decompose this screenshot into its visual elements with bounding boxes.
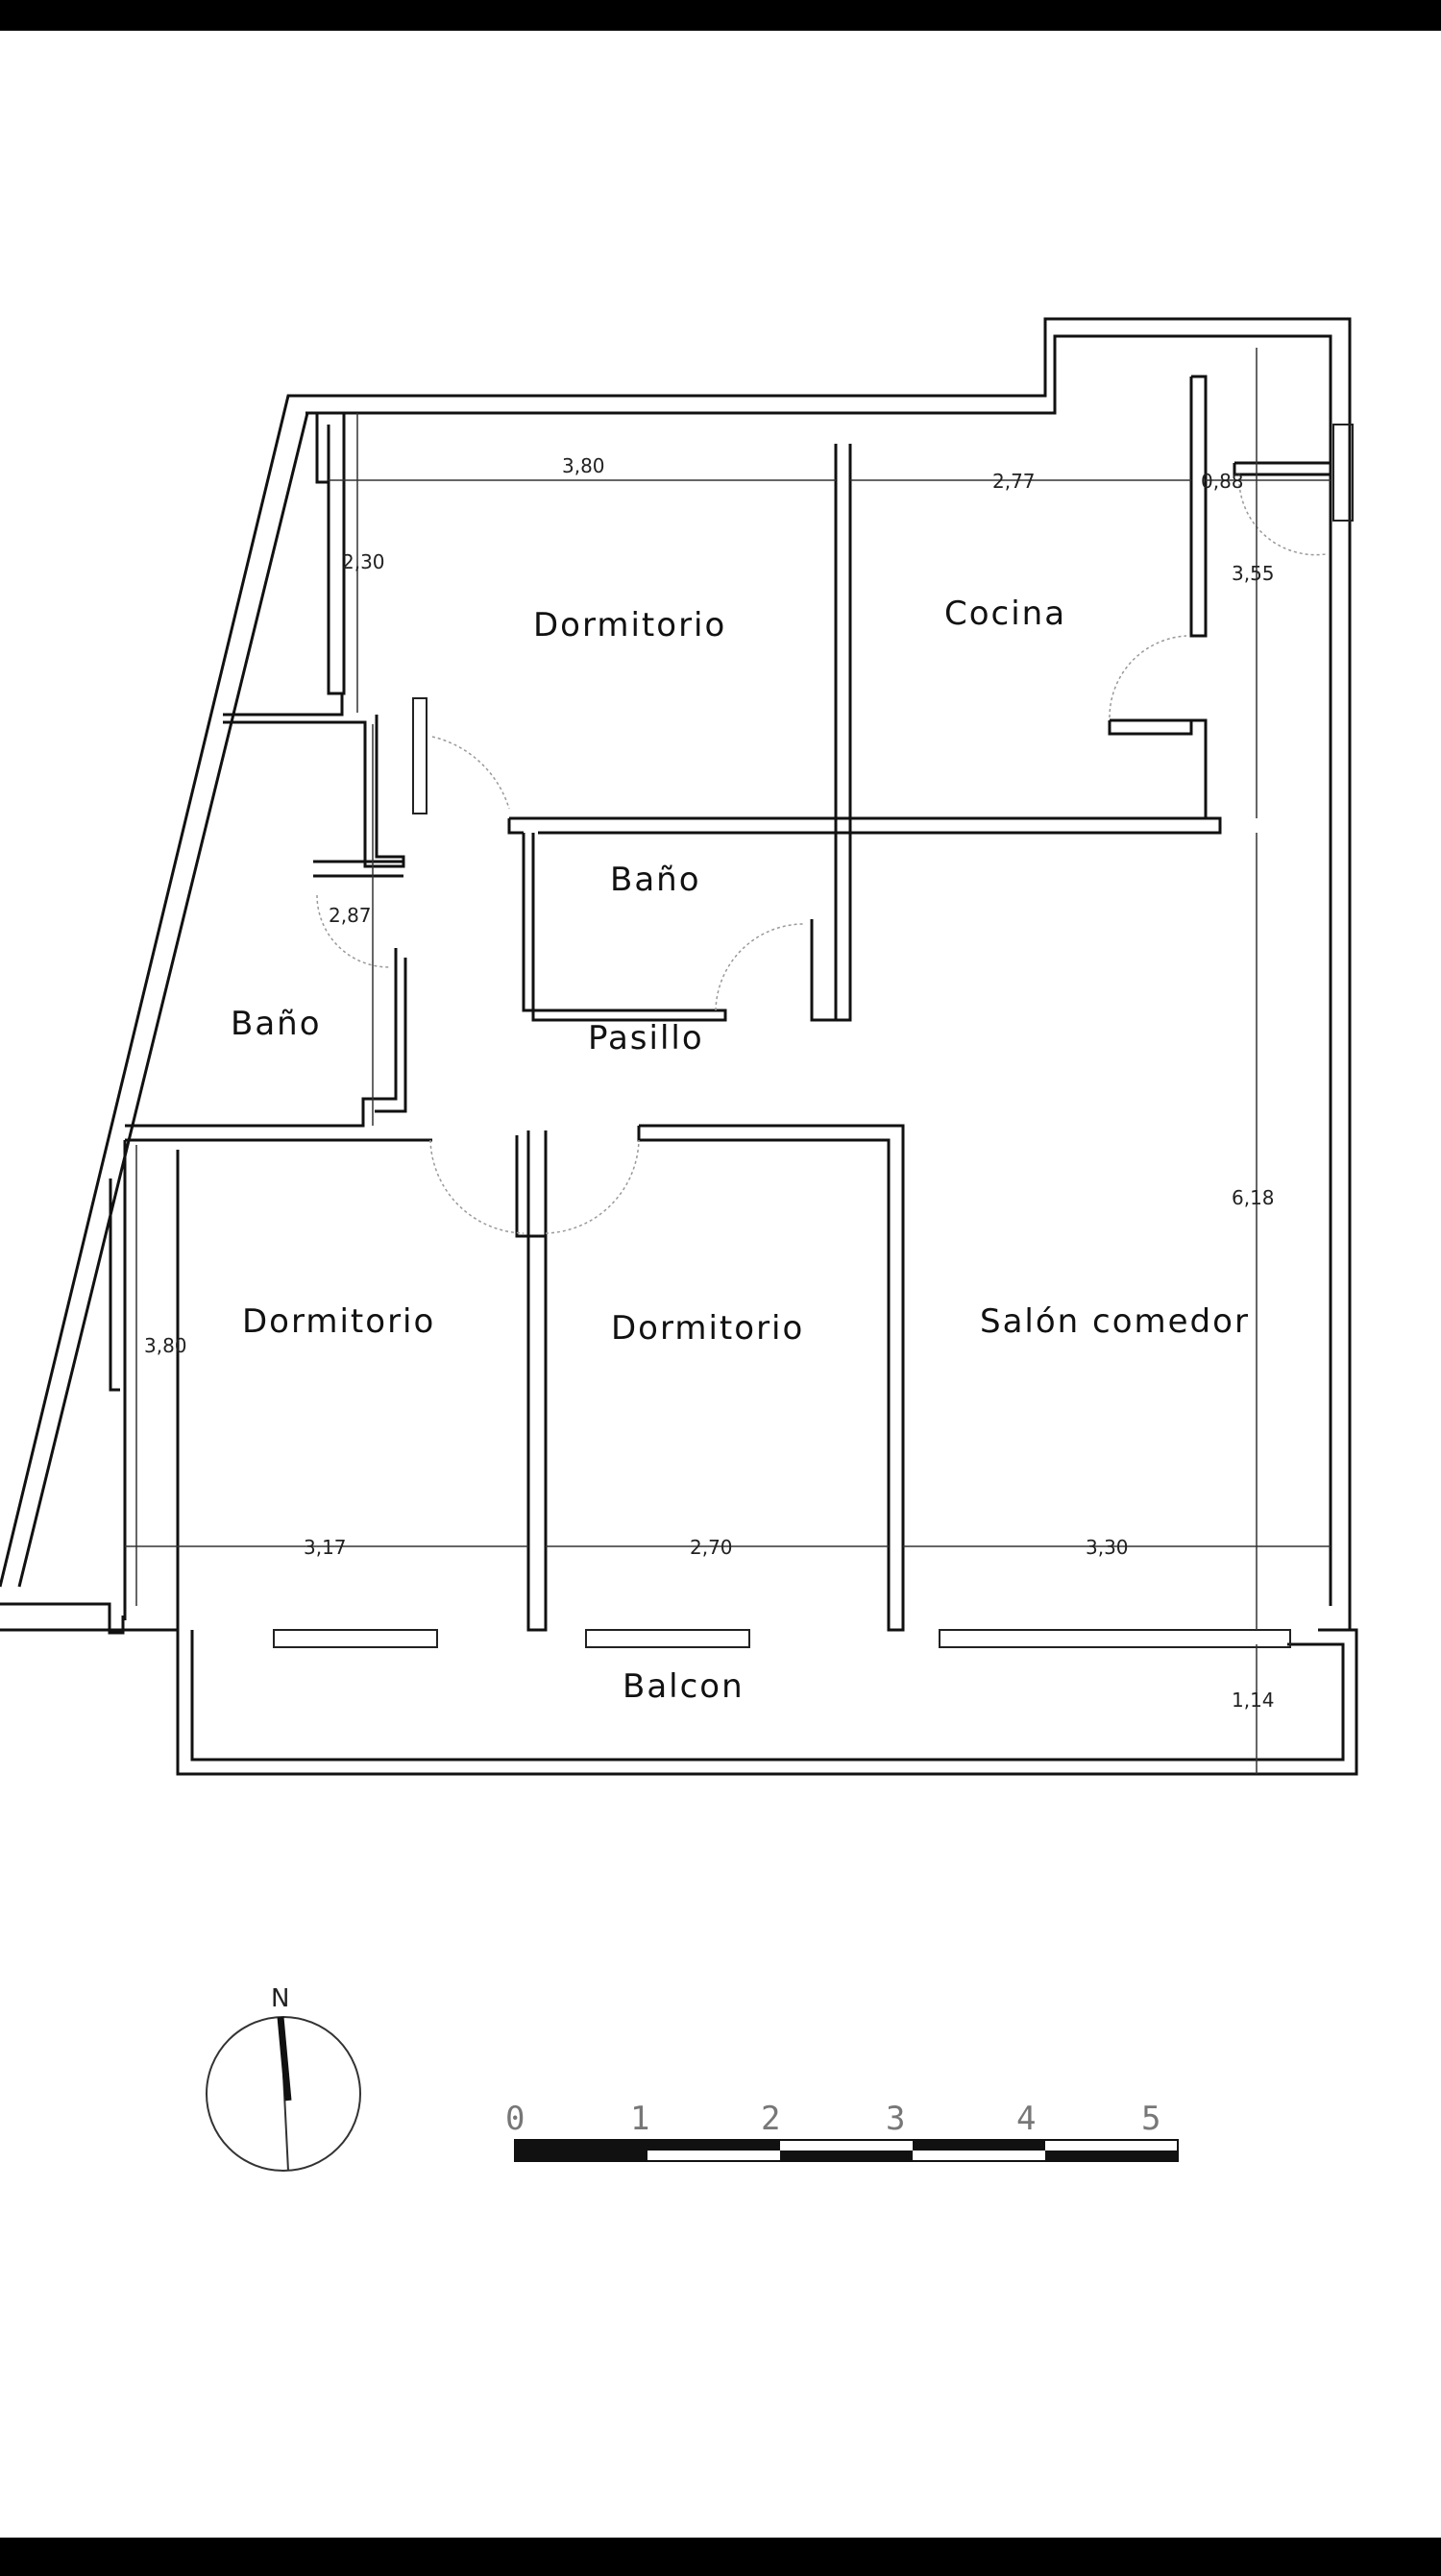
dimension-lines	[125, 348, 1331, 1774]
room-label-cocina: Cocina	[944, 595, 1066, 633]
scale-tick-1: 1	[630, 2100, 649, 2138]
room-label-pasillo: Pasillo	[588, 1019, 704, 1057]
exterior-walls	[0, 317, 1358, 1776]
scale-tick-4: 4	[1016, 2100, 1036, 2138]
north-arrow: N	[206, 1984, 361, 2172]
door-swings	[316, 472, 1327, 1234]
scale-bar-seg-4-top	[913, 2140, 1045, 2151]
dim-top-dorm-height: 2,30	[342, 550, 385, 573]
room-label-dormitorio-mid: Dormitorio	[611, 1309, 804, 1348]
dim-salon-width: 3,30	[1086, 1536, 1129, 1559]
door-arc-left-bano	[316, 894, 390, 968]
room-label-bano-center: Baño	[610, 861, 701, 899]
window-top-dorm-side	[412, 697, 427, 814]
scale-tick-2: 2	[761, 2100, 780, 2138]
door-arc-mid-dorm	[545, 1139, 640, 1234]
scale-tick-5: 5	[1141, 2100, 1160, 2138]
north-label: N	[271, 1984, 289, 2013]
dim-left-dorm-height: 3,80	[144, 1334, 187, 1357]
dim-balcon-depth: 1,14	[1232, 1689, 1275, 1712]
window-mid-dorm	[585, 1629, 750, 1648]
window-cocina	[1332, 424, 1354, 522]
room-label-balcon: Balcon	[623, 1667, 745, 1706]
scale-bar-seg-3-bottom	[780, 2151, 913, 2161]
room-label-salon: Salón comedor	[980, 1302, 1250, 1341]
dim-left-dorm-width: 3,17	[304, 1536, 347, 1559]
dim-cocina-width: 2,77	[992, 470, 1036, 493]
window-left-dorm	[273, 1629, 438, 1648]
dim-top-dorm-width: 3,80	[562, 454, 605, 477]
north-arrow-needle	[277, 2016, 292, 2102]
room-label-dormitorio-left: Dormitorio	[242, 1302, 435, 1341]
door-arc-top-dorm	[431, 736, 510, 810]
dim-salon-height: 6,18	[1232, 1186, 1275, 1209]
windows	[273, 424, 1354, 1648]
scale-bar-seg-5-bottom	[1045, 2151, 1178, 2161]
door-arc-left-dorm	[429, 1139, 525, 1234]
door-arc-small-room	[1238, 472, 1327, 556]
dim-mid-dorm-width: 2,70	[690, 1536, 733, 1559]
scale-bar-seg-2-top	[647, 2140, 780, 2151]
door-arc-cocina	[1109, 635, 1187, 718]
window-salon	[939, 1629, 1291, 1648]
floor-plan-sheet: 3,80 2,77 0,88 2,30 3,55 2,87 6,18 3,80 …	[0, 31, 1441, 2538]
scale-tick-0: 0	[505, 2100, 525, 2138]
dimension-labels: 3,80 2,77 0,88 2,30 3,55 2,87 6,18 3,80 …	[144, 454, 1275, 1712]
scale-tick-3: 3	[886, 2100, 905, 2138]
interior-walls	[109, 375, 1332, 1632]
room-label-bano-left: Baño	[231, 1005, 322, 1043]
dim-cocina-height: 3,55	[1232, 562, 1275, 585]
dim-right-small-width: 0,88	[1201, 470, 1244, 493]
scale-bar-seg-1-bottom	[515, 2151, 647, 2161]
door-arc-central-bano	[715, 923, 806, 1011]
scale-bar-seg-1-top	[515, 2140, 647, 2151]
floor-plan-drawing: 3,80 2,77 0,88 2,30 3,55 2,87 6,18 3,80 …	[0, 317, 1358, 2172]
room-labels: Dormitorio Cocina Baño Baño Pasillo Dorm…	[231, 595, 1250, 1706]
room-label-dormitorio-top: Dormitorio	[533, 606, 726, 644]
dim-bano-left-height: 2,87	[329, 904, 372, 927]
scale-bar: 0 1 2 3 4 5	[505, 2100, 1179, 2162]
